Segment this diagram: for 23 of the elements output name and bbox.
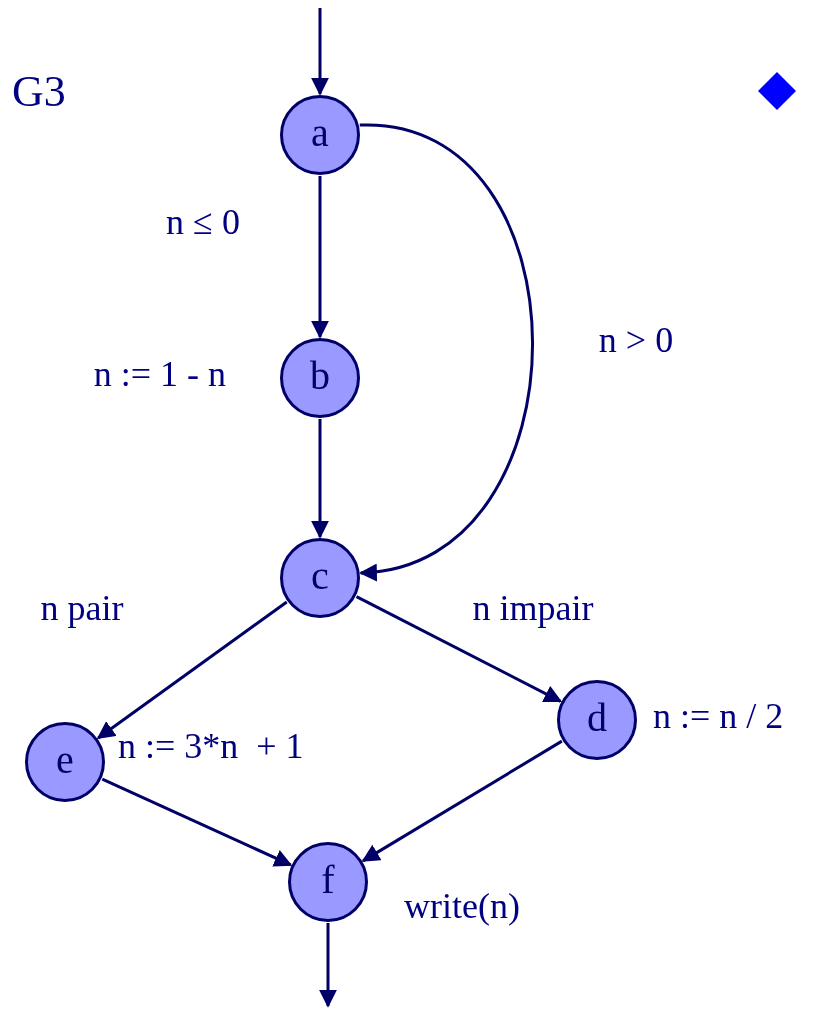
node-letter: b [310, 356, 330, 396]
assignment-text: n := 3*n + 1 [118, 728, 304, 764]
arrow [311, 419, 329, 539]
arrow [358, 123, 534, 579]
node-letter: e [56, 740, 74, 780]
assignment-text: n := 1 - n [92, 356, 226, 392]
arrow [361, 739, 563, 863]
arrow [311, 176, 329, 339]
edge-label: n impair [472, 590, 594, 626]
arrow [96, 600, 288, 740]
edge-label: n > 0 [598, 322, 674, 358]
assignment-text: write(n) [404, 888, 520, 924]
arrow [355, 595, 563, 703]
node-letter: c [311, 556, 329, 596]
node-letter: d [587, 698, 607, 738]
node-letter: a [311, 113, 329, 153]
node-letter: f [321, 860, 335, 900]
arrow [311, 8, 329, 96]
diagram-title: G3 [12, 70, 66, 114]
edge-label: n pair [40, 590, 124, 626]
assignment-text: n := n / 2 [653, 698, 784, 734]
arrow [319, 923, 337, 1008]
edge-label: n ≤ 0 [166, 204, 240, 240]
